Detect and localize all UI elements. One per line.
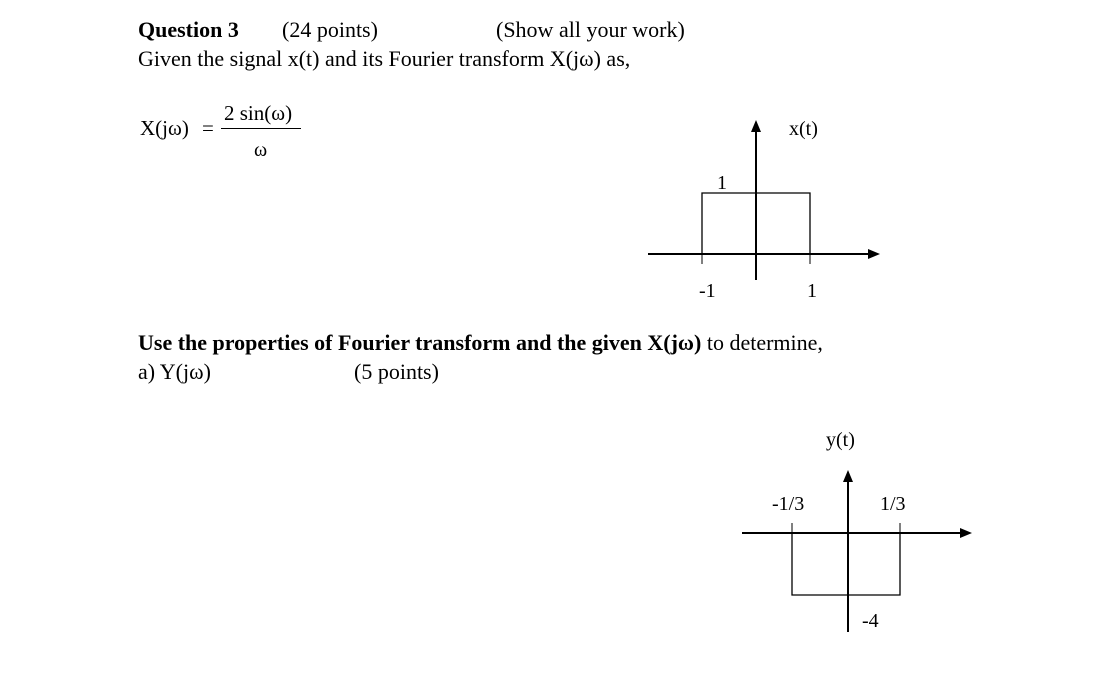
- graph-x-pulse: [701, 192, 811, 254]
- part-a-label: a) Y(jω): [138, 359, 211, 384]
- question-title: Question 3: [138, 17, 239, 42]
- graph-y-amplitude-label: -4: [862, 610, 879, 632]
- graph-y-pulse: [791, 533, 901, 596]
- graph-x-tick-left-label: -1: [699, 280, 716, 302]
- graph-x-tick-right-label: 1: [807, 280, 817, 302]
- graph-x-amplitude-label: 1: [717, 172, 727, 194]
- fraction-bar: [221, 128, 301, 129]
- show-work-note: (Show all your work): [496, 17, 685, 42]
- prompt-line: Use the properties of Fourier transform …: [138, 332, 823, 354]
- graph-y-label: y(t): [826, 429, 855, 451]
- formula-equals: =: [202, 116, 214, 140]
- graph-x-label: x(t): [789, 118, 818, 140]
- graph-x-time-axis-arrow: [868, 249, 880, 259]
- graph-y-amplitude-axis-arrow: [843, 470, 853, 482]
- formula-denominator: ω: [254, 139, 268, 161]
- graph-y-tick-right-label: 1/3: [880, 493, 906, 515]
- graph-y-time-axis-arrow: [960, 528, 972, 538]
- question-points: (24 points): [282, 17, 378, 42]
- formula-numerator: 2 sin(ω): [224, 101, 293, 125]
- prompt-bold: Use the properties of Fourier transform …: [138, 330, 702, 355]
- prompt-rest: to determine,: [701, 330, 823, 355]
- intro-text: Given the signal x(t) and its Fourier tr…: [138, 46, 631, 71]
- graph-y-tick-left-label: -1/3: [772, 493, 805, 515]
- formula-lhs: X(jω): [140, 116, 189, 140]
- graph-x-amplitude-axis-arrow: [751, 120, 761, 132]
- part-a-points: (5 points): [354, 359, 439, 384]
